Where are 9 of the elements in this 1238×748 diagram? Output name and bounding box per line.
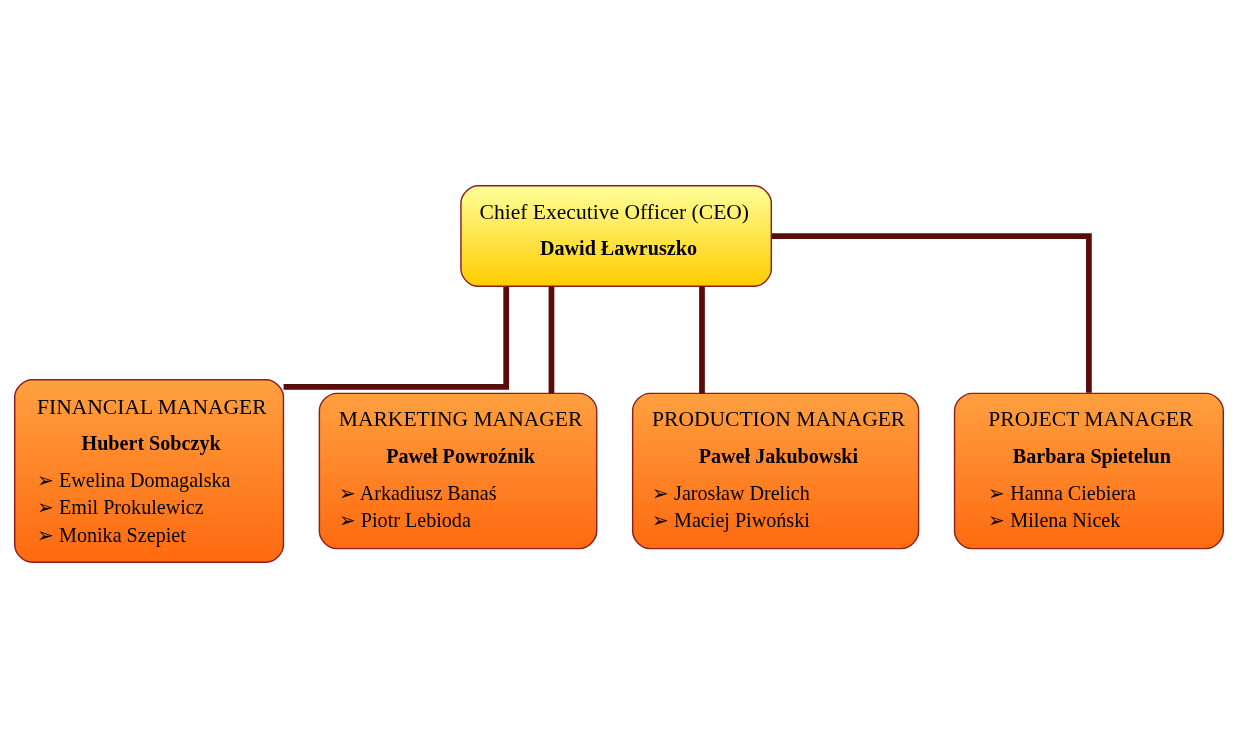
connector bbox=[699, 286, 705, 394]
node-box: FINANCIAL MANAGER Hubert Sobczyk ➢ Ewelina Domagalska ➢ Emil Prokulewicz ➢ Monika Szepiet bbox=[14, 379, 285, 563]
connector bbox=[548, 286, 555, 394]
node-box: PROJECT MANAGER Barbara Spietelun ➢ Hanna Ciebiera ➢ Milena Nicek bbox=[953, 392, 1224, 550]
node-box: MARKETING MANAGER Paweł Powroźnik ➢ Arkadiusz Banaś ➢ Piotr Lebioda bbox=[318, 392, 598, 550]
node-box: PRODUCTION MANAGER Paweł Jakubowski ➢ Jarosław Drelich ➢ Maciej Piwoński bbox=[631, 392, 920, 550]
connector bbox=[283, 286, 510, 390]
node-box: Chief Executive Officer (CEO) Dawid Ławruszko bbox=[460, 185, 773, 288]
connector bbox=[771, 233, 1092, 393]
